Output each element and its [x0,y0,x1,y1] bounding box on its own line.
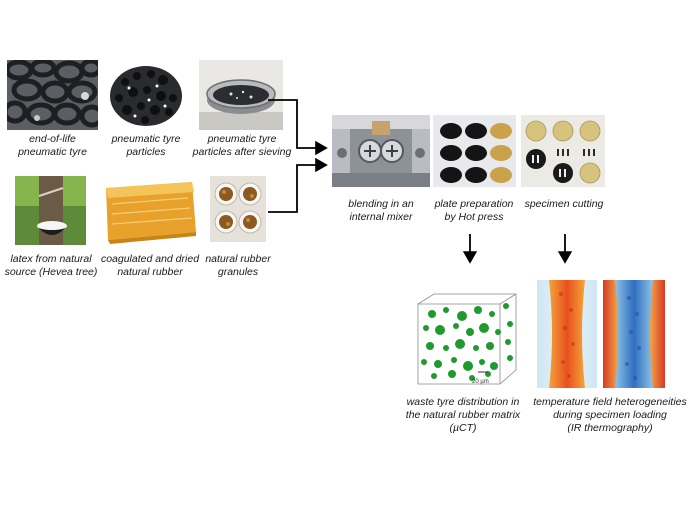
cutting-caption: specimen cutting [524,198,604,210]
arrow-tyres-to-mixer [268,99,328,156]
scale-bar-label: 20 µm [472,379,489,385]
rubber-granules-photo [210,176,266,242]
latex-tree-photo [15,176,86,245]
tyre-pile-photo [7,60,98,130]
sieved-particles-photo [199,60,283,130]
ir-thermography-image [537,280,665,388]
arrow-rubber-to-mixer [268,157,328,213]
tyre-particles-photo [105,60,187,130]
coagulated-rubber-photo [98,176,200,246]
hot-press-plates-photo [433,115,516,187]
uct-volume-image [412,290,520,388]
internal-mixer-photo [332,115,430,187]
specimen-cutting-photo [521,115,605,187]
